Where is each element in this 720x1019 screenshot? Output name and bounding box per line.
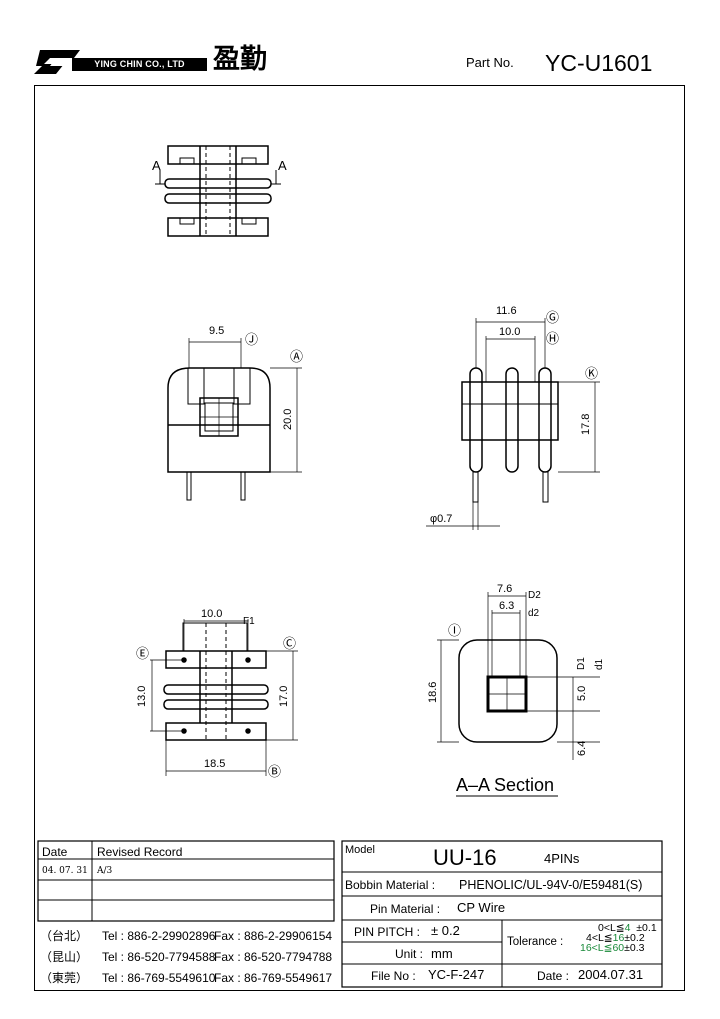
label-d1-upper: D1 xyxy=(576,657,587,670)
contact-city: （昆山） xyxy=(40,950,89,964)
section-arrow-left: A xyxy=(152,158,161,173)
dim-side-height: 17.8 xyxy=(580,414,592,435)
revision-date-header: Date xyxy=(42,845,68,859)
dim-section-inner: 6.3 xyxy=(499,600,514,612)
dim-side-inner: 10.0 xyxy=(499,326,520,338)
pin-count: 4PINs xyxy=(544,851,580,866)
bobbin-material-value: PHENOLIC/UL-94V-0/E59481(S) xyxy=(459,878,643,892)
dim-bottom-height-inner: 13.0 xyxy=(136,686,148,707)
tolerance-row: 16<L≦60±0.3 xyxy=(580,942,645,954)
file-no-label: File No : xyxy=(371,969,416,983)
label-d2-lower: d2 xyxy=(528,608,540,619)
page-header: YING CHIN CO., LTD 盈勤 Part No. YC-U1601 xyxy=(0,0,720,90)
dim-side-outer: 11.6 xyxy=(496,305,517,317)
tolerance-row: 0<L≦4 ±0.1 xyxy=(598,922,657,934)
pin-pitch-value: ± 0.2 xyxy=(431,923,460,938)
date-value: 2004.07.31 xyxy=(578,967,644,982)
company-name-en: YING CHIN CO., LTD xyxy=(72,58,207,71)
unit-label: Unit : xyxy=(395,947,424,961)
model-label: Model xyxy=(345,844,375,856)
label-g: Ⓖ xyxy=(546,310,559,325)
dim-section-size: 18.6 xyxy=(427,682,439,703)
company-logo-icon xyxy=(34,50,80,74)
contact-city: （台北） xyxy=(40,929,89,943)
pin-material-value: CP Wire xyxy=(457,900,506,915)
label-c: Ⓒ xyxy=(283,636,296,651)
label-j: Ⓙ xyxy=(245,332,258,347)
revision-row-date: 04. 07. 31 xyxy=(42,866,88,876)
section-view xyxy=(437,592,600,797)
drawing-frame xyxy=(34,85,685,991)
label-b: Ⓑ xyxy=(268,764,281,779)
contact-tel: Tel : 86-520-7794588 xyxy=(102,950,216,964)
section-arrow-right: A xyxy=(278,158,287,173)
contact-tel: Tel : 86-769-5549610 xyxy=(102,971,216,985)
contact-city: （東莞） xyxy=(40,971,89,985)
front-view xyxy=(167,338,302,501)
revision-row-record: A/3 xyxy=(97,866,113,876)
title-block-grid xyxy=(37,840,663,988)
label-k: Ⓚ xyxy=(585,366,598,381)
label-f1: F1 xyxy=(243,616,255,627)
dim-bottom-top: 10.0 xyxy=(201,608,222,620)
revision-record-header: Revised Record xyxy=(97,845,183,859)
label-e: Ⓔ xyxy=(136,646,149,661)
dim-bottom-width: 18.5 xyxy=(204,758,225,770)
contact-fax: Fax : 86-520-7794788 xyxy=(214,950,333,964)
dim-pin-diameter: φ0.7 xyxy=(430,513,452,525)
tolerance-row: 4<L≦16±0.2 xyxy=(586,932,645,944)
dim-section-core: 5.0 xyxy=(576,686,588,701)
label-d2-upper: D2 xyxy=(528,590,541,601)
label-i: Ⓘ xyxy=(448,623,461,638)
section-title: A–A Section xyxy=(456,775,554,795)
bobbin-material-label: Bobbin Material : xyxy=(345,878,436,892)
dim-top-width: 9.5 xyxy=(209,325,224,337)
label-d1-lower: d1 xyxy=(594,658,605,670)
dim-section-outer: 7.6 xyxy=(497,583,512,595)
unit-value: mm xyxy=(431,946,453,961)
date-label: Date : xyxy=(537,969,570,983)
part-no-value: YC-U1601 xyxy=(545,50,653,76)
tolerance-label: Tolerance : xyxy=(507,936,564,948)
part-no-label: Part No. xyxy=(466,55,514,70)
file-no-value: YC-F-247 xyxy=(428,967,485,982)
dim-bottom-height-outer: 17.0 xyxy=(278,686,290,707)
side-view xyxy=(426,318,600,530)
bottom-view xyxy=(150,619,298,776)
label-a: Ⓐ xyxy=(290,349,303,364)
dim-section-edge: 6.4 xyxy=(576,741,588,756)
label-h: Ⓗ xyxy=(546,331,559,346)
dim-front-height: 20.0 xyxy=(282,409,294,430)
contact-fax: Fax : 86-769-5549617 xyxy=(214,971,333,985)
top-view xyxy=(155,145,281,237)
company-name-cn: 盈勤 xyxy=(213,44,267,75)
pin-pitch-label: PIN PITCH : xyxy=(354,925,421,939)
contact-tel: Tel : 886-2-29902896 xyxy=(102,929,216,943)
model-value: UU-16 xyxy=(433,845,497,870)
contact-fax: Fax : 886-2-29906154 xyxy=(214,929,333,943)
pin-material-label: Pin Material : xyxy=(370,902,441,916)
